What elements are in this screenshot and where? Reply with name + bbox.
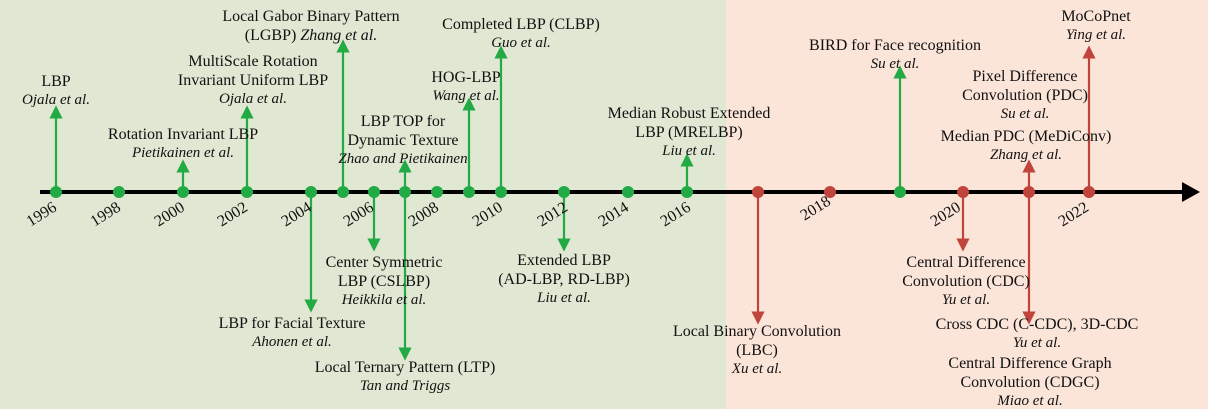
label-ltp: Local Ternary Pattern (LTP) Tan and Trigg… xyxy=(315,358,496,396)
method-name: Median PDC (MeDiConv) xyxy=(940,128,1112,145)
cdc-era-background xyxy=(726,0,1208,409)
method-name: LBP TOP for xyxy=(360,113,446,130)
dot-2010 xyxy=(495,186,507,198)
dot-2019 xyxy=(894,186,906,198)
method-name: HOG-LBP xyxy=(431,69,501,86)
label-clbp: Completed LBP (CLBP) Guo et al. xyxy=(442,15,600,53)
method-name: Median Robust Extended xyxy=(607,105,771,122)
label-bird: BIRD for Face recognition Su et al. xyxy=(809,36,981,74)
dot-2008 xyxy=(431,186,443,198)
lbp-era-dots xyxy=(50,186,906,198)
method-name: Convolution (PDC) xyxy=(962,87,1088,104)
method-name: Pixel Difference xyxy=(972,68,1078,85)
label-lbc: Local Binary Convolution (LBC) Xu et al. xyxy=(673,322,841,379)
method-authors: Zhao and Pietikainen xyxy=(338,151,468,167)
label-rilbp: Rotation Invariant LBP Pietikainen et al. xyxy=(108,125,258,163)
dot-2021 xyxy=(1023,186,1035,198)
cdc-era-dots xyxy=(752,186,1095,198)
dot-2006 xyxy=(368,186,380,198)
method-name: Rotation Invariant LBP xyxy=(107,126,259,143)
label-lgbp: Local Gabor Binary Pattern(LGBP) Zhang e… xyxy=(222,7,399,45)
lbp-era-background xyxy=(0,0,726,409)
dot-2020 xyxy=(957,186,969,198)
method-authors: Su et al. xyxy=(1000,106,1050,122)
method-authors: Ojala et al. xyxy=(219,91,287,107)
dot-2014 xyxy=(622,186,634,198)
method-name: Central Difference Graph xyxy=(948,355,1112,372)
method-authors: Yu et al. xyxy=(1012,335,1062,351)
dot-2007 xyxy=(399,186,411,198)
method-name: MultiScale Rotation xyxy=(188,53,318,70)
method-authors: Ying et al. xyxy=(1065,27,1127,43)
method-name: (AD-LBP, RD-LBP) xyxy=(498,271,630,288)
method-authors: Wang et al. xyxy=(432,88,500,104)
method-name: (LBC) xyxy=(736,342,778,359)
method-authors: Su et al. xyxy=(870,56,920,72)
method-name: LBP for Facial Texture xyxy=(218,315,366,332)
dot-2018 xyxy=(824,186,836,198)
dot-2004 xyxy=(305,186,317,198)
method-name: Extended LBP xyxy=(517,252,611,269)
dot-2017 xyxy=(752,186,764,198)
dot-2005 xyxy=(337,186,349,198)
timeline-axis-arrowhead xyxy=(1182,182,1200,202)
dot-2016 xyxy=(681,186,693,198)
method-name: LBP (CSLBP) xyxy=(337,273,431,290)
method-name: LBP xyxy=(41,73,71,90)
method-authors: Zhang et al. xyxy=(300,27,378,44)
method-name: Invariant Uniform LBP xyxy=(177,72,329,89)
method-name: (LGBP) Zhang et al. xyxy=(222,26,399,45)
method-authors: Xu et al. xyxy=(731,361,783,377)
method-name-part: (LGBP) xyxy=(244,27,297,44)
method-authors: Zhang et al. xyxy=(989,147,1063,163)
method-authors: Guo et al. xyxy=(491,35,551,51)
method-name: Center Symmetric xyxy=(325,254,443,271)
method-authors: Liu et al. xyxy=(537,290,591,306)
label-hoglbp: HOG-LBP Wang et al. xyxy=(431,68,500,106)
dot-2009 xyxy=(463,186,475,198)
method-name: Local Gabor Binary Pattern xyxy=(222,8,400,25)
dot-1996 xyxy=(50,186,62,198)
method-name: Convolution (CDC) xyxy=(902,273,1030,290)
method-name: MoCoPnet xyxy=(1061,8,1131,25)
method-authors: Heikkila et al. xyxy=(341,292,427,308)
method-authors: Yu et al. xyxy=(941,292,991,308)
method-authors: Ojala et al. xyxy=(22,92,90,108)
dot-2022 xyxy=(1083,186,1095,198)
method-name: Completed LBP (CLBP) xyxy=(442,16,600,33)
method-name: Local Ternary Pattern (LTP) xyxy=(314,359,496,376)
dot-2000 xyxy=(177,186,189,198)
method-name: Local Binary Convolution xyxy=(673,323,841,340)
dot-2012 xyxy=(558,186,570,198)
method-authors: Tan and Triggs xyxy=(359,378,451,394)
label-medpdc: Median PDC (MeDiConv) Zhang et al. xyxy=(941,127,1112,165)
label-extlbp: Extended LBP (AD-LBP, RD-LBP) Liu et al. xyxy=(498,251,630,308)
method-name: Dynamic Texture xyxy=(347,132,459,149)
dot-1998 xyxy=(113,186,125,198)
method-authors: Ahonen et al. xyxy=(252,334,332,350)
method-name: Cross CDC (C-CDC), 3D-CDC xyxy=(935,316,1139,333)
method-authors: Pietikainen et al. xyxy=(131,145,235,161)
label-lbp: LBP Ojala et al. xyxy=(22,72,90,110)
dot-2002 xyxy=(241,186,253,198)
label-ccdc: Cross CDC (C-CDC), 3D-CDC Yu et al. xyxy=(936,315,1139,353)
method-name: LBP (MRELBP) xyxy=(635,124,743,141)
method-name: Convolution (CDGC) xyxy=(960,374,1100,391)
method-authors: Liu et al. xyxy=(662,143,716,159)
method-authors: Miao et al. xyxy=(997,393,1063,409)
method-name: BIRD for Face recognition xyxy=(809,37,981,54)
method-name: Central Difference xyxy=(906,254,1026,271)
